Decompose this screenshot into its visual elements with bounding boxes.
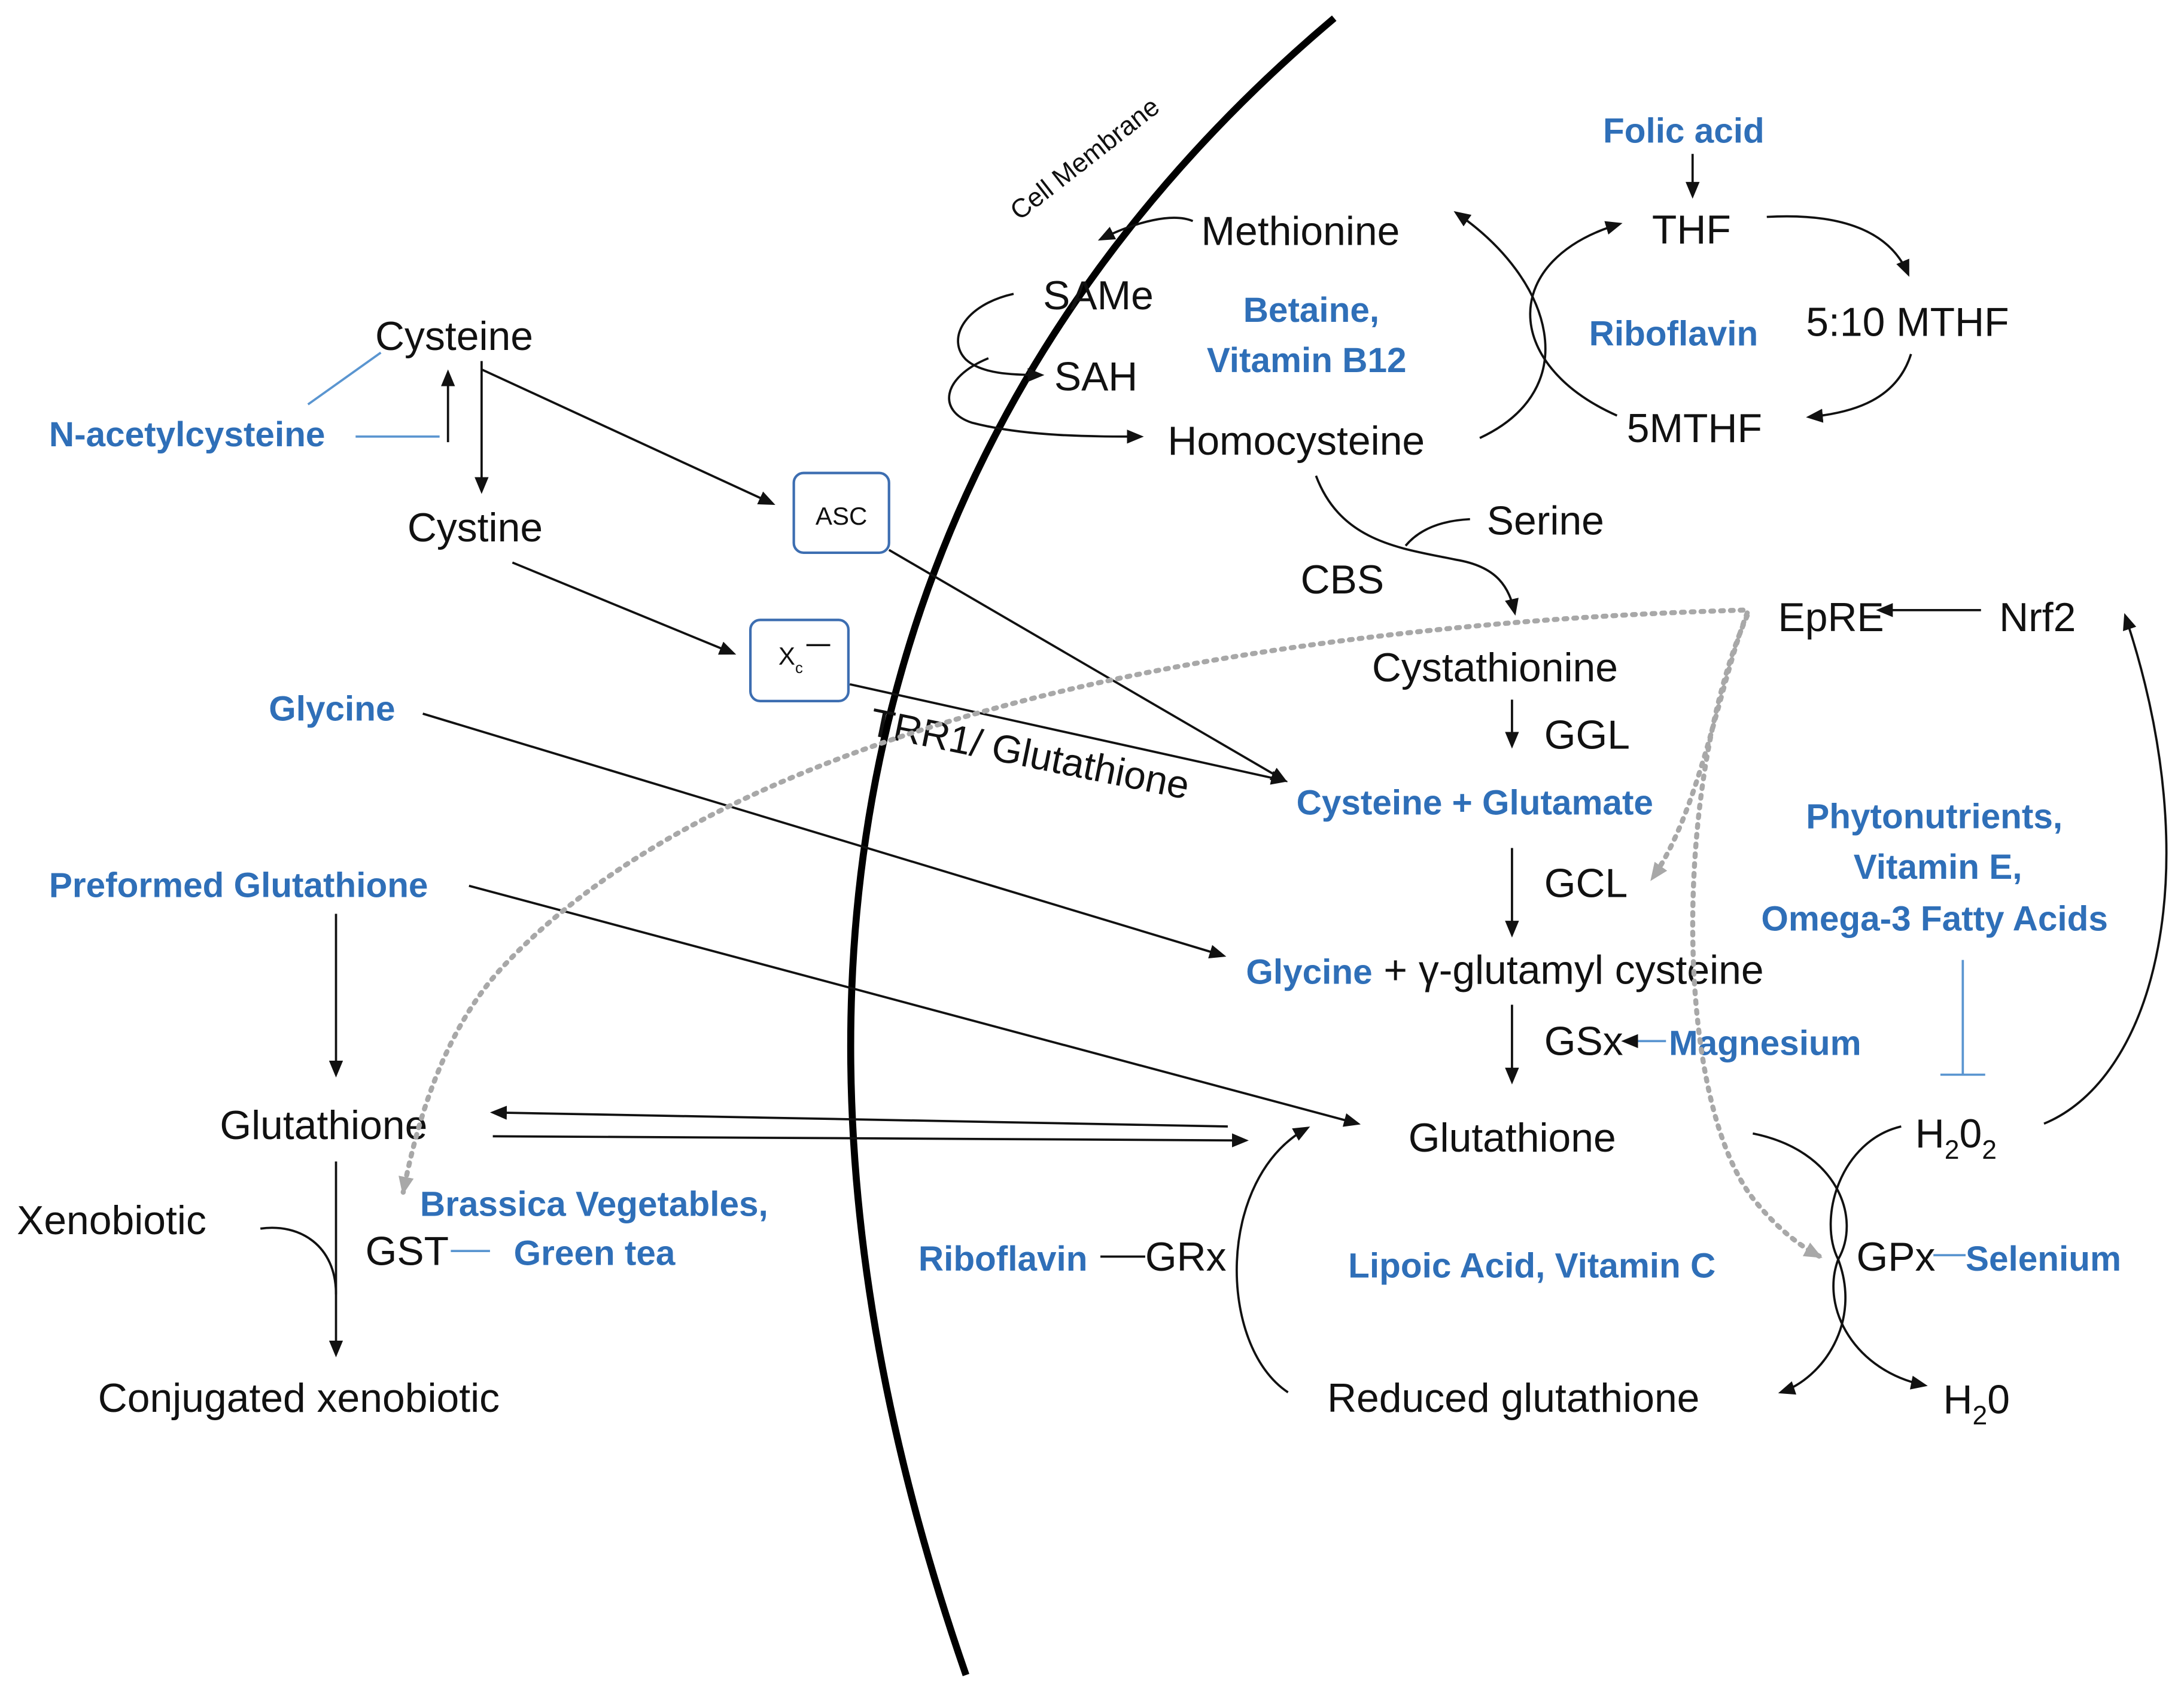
mthf-510-label: 5:10 MTHF (1806, 300, 2009, 345)
glycine-inside-label: Glycine (1246, 952, 1372, 991)
epre-label: EpRE (1778, 595, 1884, 640)
riboflavin-grx-label: Riboflavin (918, 1240, 1088, 1278)
thf-label: THF (1652, 208, 1731, 252)
xc-transporter-label: Xc (778, 642, 803, 677)
nac-link-cysteine (307, 351, 382, 406)
arrow-glutathione-out-to-in (492, 1133, 1249, 1147)
glutathione-outside-label: Glutathione (220, 1103, 427, 1148)
asc-transporter: ASC (792, 471, 890, 555)
gsx-label: GSx (1544, 1019, 1623, 1064)
conjugated-xenobiotic-label: Conjugated xenobiotic (98, 1376, 500, 1421)
arrow-glutathione-in-to-out (489, 1106, 1228, 1128)
curve-same-to-sah (957, 293, 1045, 382)
gcl-label: GCL (1544, 861, 1628, 906)
n-acetylcysteine-label: N-acetylcysteine (49, 415, 326, 454)
curve-5mthf-to-thf (1529, 221, 1623, 417)
arrow-methionine-to-same (1097, 217, 1194, 241)
cysteine-glutamate-label: Cysteine + Glutamate (1297, 783, 1653, 822)
phytonutrients-label: Phytonutrients, (1806, 797, 2063, 836)
serine-label: Serine (1487, 499, 1604, 544)
gpx-label: GPx (1857, 1235, 1936, 1280)
h2o2-label: H202 (1915, 1112, 1997, 1165)
curve-h2o2-to-nrf2 (2043, 613, 2168, 1125)
sah-label: SAH (1054, 355, 1137, 400)
arrow-homocysteine-to-cystathionine (1315, 475, 1519, 616)
cysteine-label: Cysteine (375, 314, 533, 359)
cystine-label: Cystine (407, 506, 543, 550)
arrow-asc-to-cysteine-glutamate (888, 549, 1288, 782)
preformed-glutathione-label: Preformed Glutathione (49, 866, 428, 905)
selenium-label: Selenium (1966, 1240, 2121, 1278)
lipoic-acid-vitamin-c-label: Lipoic Acid, Vitamin C (1348, 1247, 1715, 1286)
arrow-glycine-to-gamma-glutamyl (422, 712, 1227, 959)
cell-membrane (847, 15, 1337, 1676)
xenobiotic-join-curve (260, 1226, 337, 1295)
curve-thf-to-510mthf (1766, 215, 1909, 277)
nrf2-label: Nrf2 (1999, 595, 2076, 640)
riboflavin-folate-label: Riboflavin (1589, 315, 1759, 354)
xc-transporter: Xc (749, 619, 850, 702)
omega-3-label: Omega-3 Fatty Acids (1761, 900, 2108, 939)
arrow-cysteine-to-asc (481, 368, 775, 506)
cell-membrane-label: Cell Membrane (1005, 92, 1165, 226)
dotted-epre-to-gst (399, 607, 1746, 1195)
same-label: SAMe (1043, 273, 1154, 318)
curve-h2o2-to-reduced-glutathione (1778, 1125, 1902, 1395)
brassica-vegetables-label: Brassica Vegetables, (420, 1185, 768, 1224)
gst-label: GST (366, 1229, 449, 1274)
arrow-preformed-to-glutathione-inside (469, 884, 1361, 1127)
serine-join-curve (1404, 517, 1470, 547)
reduced-glutathione-label: Reduced glutathione (1327, 1376, 1699, 1421)
arrow-cystine-to-xc (512, 561, 737, 655)
cbs-label: CBS (1301, 558, 1384, 602)
glycine-outside-label: Glycine (269, 690, 395, 729)
glycine-gamma-glutamyl-label: Glycine + γ-glutamyl cysteine (1246, 948, 1763, 992)
arrow-xc-to-cysteine-glutamate (849, 683, 1288, 785)
vitamin-b12-label: Vitamin B12 (1207, 341, 1407, 380)
xenobiotic-label: Xenobiotic (17, 1198, 206, 1243)
gamma-glutamyl-cysteine-label: + γ-glutamyl cysteine (1383, 948, 1763, 992)
cystathionine-label: Cystathionine (1372, 645, 1618, 690)
methionine-label: Methionine (1201, 209, 1400, 254)
asc-transporter-label: ASC (816, 502, 868, 530)
curve-homocysteine-to-methionine (1453, 211, 1547, 439)
homocysteine-label: Homocysteine (1167, 419, 1425, 464)
mthf5-label: 5MTHF (1627, 406, 1762, 451)
ggl-label: GGL (1544, 712, 1630, 757)
curve-sah-to-homocysteine (948, 357, 1144, 444)
green-tea-label: Green tea (514, 1234, 676, 1273)
trr1-glutathione-label: TRR1/ Glutathione (866, 700, 1193, 808)
dotted-epre-to-gpx (1690, 613, 1823, 1259)
curve-510mthf-to-5mthf (1806, 354, 1912, 423)
folic-acid-label: Folic acid (1603, 112, 1765, 151)
vitamin-e-label: Vitamin E, (1854, 848, 2022, 887)
curve-reduced-to-glutathione (1236, 1126, 1310, 1393)
grx-label: GRx (1145, 1235, 1227, 1280)
h2o-label: H20 (1943, 1378, 2010, 1431)
betaine-label: Betaine, (1243, 291, 1379, 330)
glutathione-inside-label: Glutathione (1409, 1116, 1616, 1161)
